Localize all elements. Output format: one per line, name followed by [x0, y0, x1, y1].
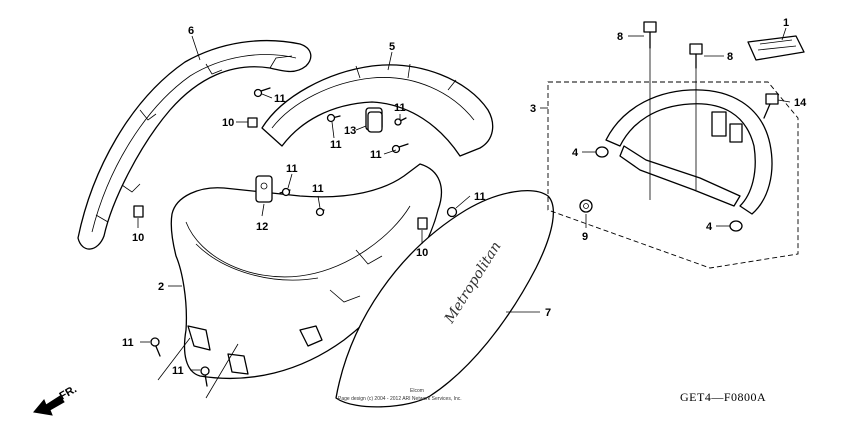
callout-13: 13	[344, 125, 356, 137]
part-3-rear-carrier	[547, 81, 799, 269]
callout-9: 9	[582, 231, 588, 243]
callout-11d: 11	[330, 139, 342, 151]
callout-2: 2	[158, 281, 164, 293]
direction-label: FR.	[58, 383, 79, 402]
callout-6: 6	[188, 25, 194, 37]
callout-14: 14	[794, 97, 807, 109]
callout-11a: 11	[274, 93, 286, 105]
callout-10c: 10	[416, 247, 428, 259]
part-6-rear-cover-upper	[77, 39, 312, 250]
callout-8b: 8	[727, 51, 733, 63]
callout-1: 1	[783, 17, 789, 29]
front-direction-indicator: FR.	[33, 383, 79, 416]
callout-7: 7	[545, 307, 551, 319]
callout-10b: 10	[132, 232, 144, 244]
leader-lines	[137, 27, 791, 399]
callout-11e: 11	[286, 163, 298, 175]
part-10-grommet	[133, 117, 428, 230]
callout-12: 12	[256, 221, 268, 233]
callout-11h: 11	[122, 337, 134, 349]
callout-11f: 11	[312, 183, 324, 195]
figure-code: GET4—F0800A	[680, 390, 766, 404]
copyright-text: Page design (c) 2004 - 2012 ARI Network …	[338, 396, 462, 402]
part-1-reflector	[747, 35, 805, 61]
callout-11c: 11	[370, 149, 382, 161]
part-14-bolt	[763, 93, 779, 119]
copyright-top: Elcom	[410, 388, 424, 394]
part-7-side-cover: Metropolitan	[335, 190, 554, 408]
part-2-body-cover	[170, 163, 443, 379]
part-4-plug	[595, 146, 743, 232]
callout-11g: 11	[474, 191, 486, 203]
callout-3: 3	[530, 103, 536, 115]
callout-11b: 11	[394, 102, 406, 114]
part-13-clip	[367, 111, 383, 133]
callout-10a: 10	[222, 117, 234, 129]
part-5-inner-cover	[261, 63, 494, 157]
front-arrow-icon	[33, 395, 65, 416]
part-8-bolts	[643, 21, 703, 200]
callout-labels: 1 2 3 4 4 5 6 7 8 8 9 10 10 10 11 11 11 …	[122, 17, 807, 377]
callout-8a: 8	[617, 31, 623, 43]
part-9-nut	[579, 199, 593, 213]
callout-5: 5	[389, 41, 395, 53]
callout-4a: 4	[572, 147, 579, 159]
callout-4b: 4	[706, 221, 713, 233]
callout-11i: 11	[172, 365, 184, 377]
part-12-clip	[255, 175, 273, 203]
